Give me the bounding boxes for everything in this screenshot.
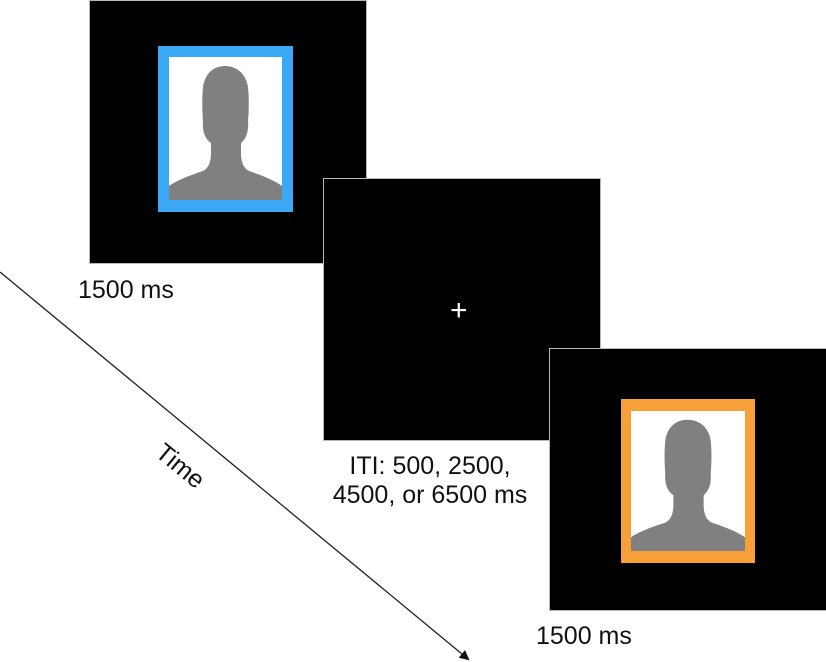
fixation-cross-icon: + [450, 294, 468, 327]
time-axis-label: Time [150, 438, 211, 495]
face-silhouette-icon [169, 66, 282, 200]
iti-duration-line1: ITI: 500, 2500, [349, 452, 511, 480]
face-silhouette-icon [631, 419, 745, 551]
stimulus-screen-1 [89, 0, 367, 264]
stimulus-2-duration: 1500 ms [536, 622, 632, 650]
stimulus-screen-2 [549, 348, 826, 611]
iti-duration-line2: 4500, or 6500 ms [332, 481, 528, 509]
blue-frame [158, 46, 293, 212]
face-photo [169, 57, 282, 200]
face-photo [631, 411, 745, 551]
iti-duration: ITI: 500, 2500, 4500, or 6500 ms [310, 452, 550, 510]
stimulus-1-duration: 1500 ms [78, 276, 174, 304]
orange-frame [621, 399, 755, 563]
